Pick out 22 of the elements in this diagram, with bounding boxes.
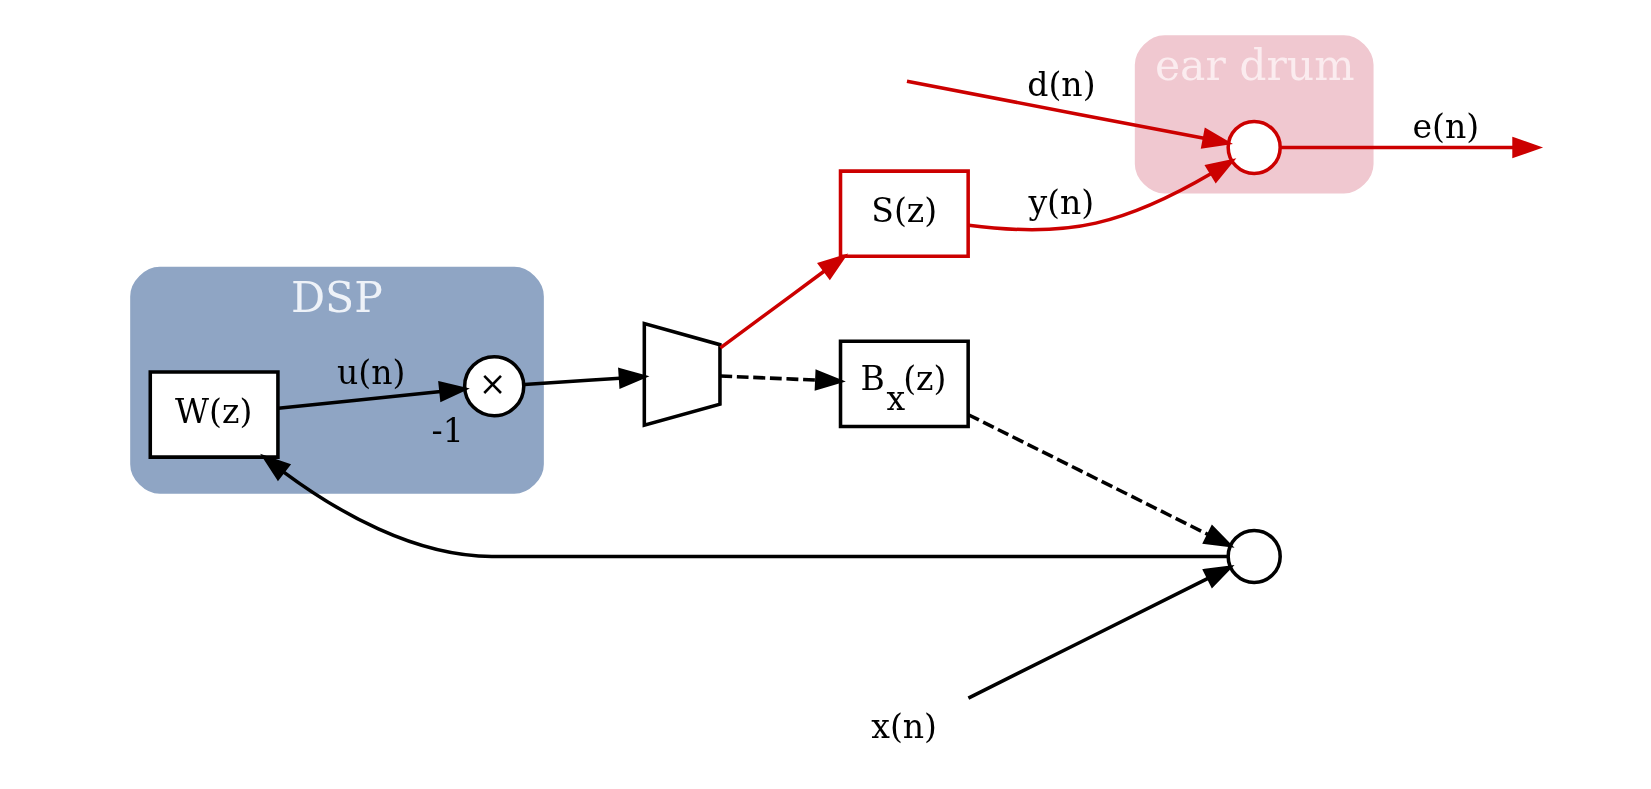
arrow [967,413,1235,548]
edge-label: u(n) [336,353,405,393]
node-circle [1225,119,1282,176]
edge-label: d(n) [1026,64,1096,104]
node-text: x(n) [870,706,937,746]
node-label: -1 [431,411,464,451]
edge-label: e(n) [1412,107,1479,147]
arrow [719,369,846,391]
edge-label: y(n) [1027,183,1094,223]
arrow [523,367,649,390]
node-speaker [642,321,722,428]
arrow [259,453,1228,559]
arrow [1280,136,1543,159]
arrow [277,380,470,410]
arrow [968,158,1236,232]
node-box: S(z) [838,169,970,258]
arrow [718,253,848,350]
node-circle: × [462,354,526,418]
arrow [906,79,1233,149]
arrow [967,565,1235,700]
node-circle [1225,528,1282,585]
node-box: W(z) [148,370,280,459]
